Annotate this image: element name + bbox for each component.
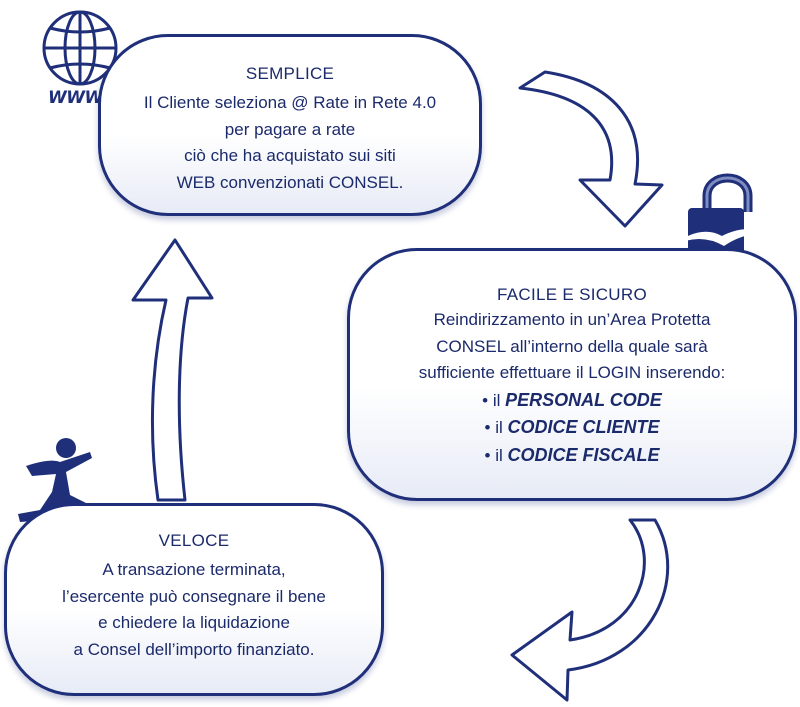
login-bullet-codice-fiscale: • il CODICE FISCALE xyxy=(350,442,794,470)
bullet-strong: PERSONAL CODE xyxy=(505,389,662,410)
globe-icon xyxy=(42,10,118,86)
veloce-line: l’esercente può consegnare il bene xyxy=(62,586,326,606)
facile-line: CONSEL all’interno della quale sarà xyxy=(436,336,708,356)
veloce-line: a Consel dell’importo finanziato. xyxy=(73,639,315,659)
bullet-prefix: • il xyxy=(484,418,508,437)
bullet-strong: CODICE FISCALE xyxy=(507,444,660,465)
arrow-right-down-icon xyxy=(518,70,664,228)
login-bullet-codice-cliente: • il CODICE CLIENTE xyxy=(350,414,794,442)
semplice-line: Il Cliente seleziona @ Rate in Rete 4.0 xyxy=(143,93,437,112)
semplice-line: ciò che ha acquistato sui siti xyxy=(184,146,396,165)
veloce-line: e chiedere la liquidazione xyxy=(98,613,290,632)
veloce-line: A transazione terminata, xyxy=(102,560,286,579)
veloce-box: VELOCE A transazione terminata, l’eserce… xyxy=(4,503,384,696)
semplice-title: SEMPLICE xyxy=(245,64,335,83)
arrow-up-icon xyxy=(131,238,214,502)
bullet-prefix: • il xyxy=(482,390,506,410)
www-label: WWW xyxy=(48,88,103,108)
facile-line: sufficiente effettuare il LOGIN inserend… xyxy=(418,363,726,382)
facile-line: Reindirizzamento in un’Area Protetta xyxy=(433,310,711,329)
semplice-box: SEMPLICE Il Cliente seleziona @ Rate in … xyxy=(98,34,482,216)
semplice-line: per pagare a rate xyxy=(224,119,356,139)
bullet-strong: CODICE CLIENTE xyxy=(507,417,660,437)
facile-sicuro-box: FACILE E SICURO Reindirizzamento in un’A… xyxy=(347,248,797,501)
veloce-title: VELOCE xyxy=(158,531,230,550)
semplice-line: WEB convenzionati CONSEL. xyxy=(176,172,404,192)
arrow-down-left-icon xyxy=(510,518,670,702)
bullet-prefix: • il xyxy=(484,445,508,465)
login-bullet-personal-code: • il PERSONAL CODE xyxy=(350,387,794,415)
facile-title: FACILE E SICURO xyxy=(497,285,647,304)
